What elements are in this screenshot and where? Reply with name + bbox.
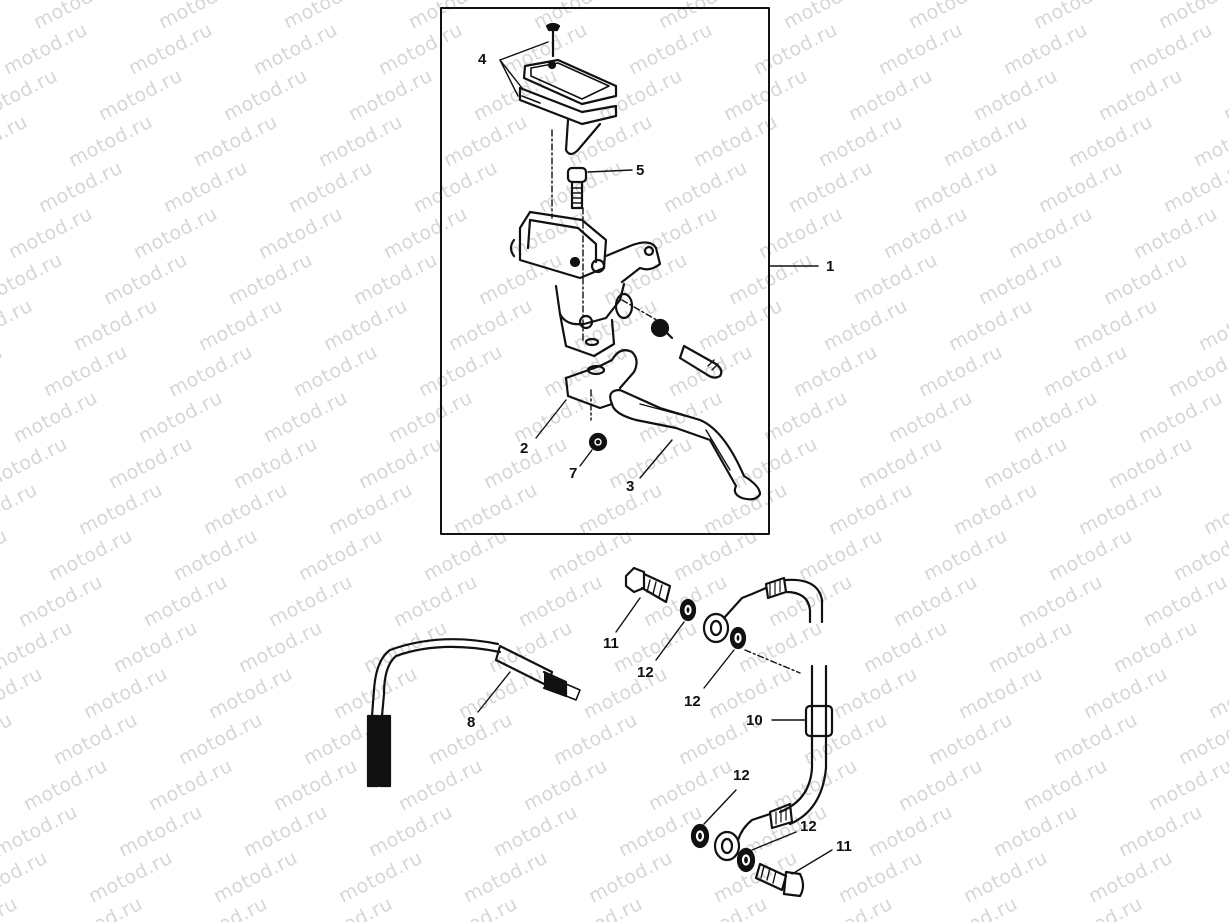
reservoir-cap-icon bbox=[499, 22, 618, 156]
washer-icon bbox=[736, 831, 797, 873]
master-cylinder-icon bbox=[509, 210, 662, 358]
callout-12-d: 12 bbox=[800, 818, 817, 835]
lower-banjo-bolt-icon bbox=[754, 849, 833, 898]
brake-lever-icon bbox=[535, 349, 762, 501]
callout-5: 5 bbox=[636, 162, 645, 179]
washer-icon bbox=[655, 598, 697, 661]
adjuster-screw-icon bbox=[650, 318, 723, 379]
callout-4: 4 bbox=[478, 51, 487, 68]
callout-7: 7 bbox=[569, 465, 578, 482]
callout-11-upper: 11 bbox=[603, 635, 619, 652]
callout-3: 3 bbox=[626, 478, 635, 495]
washer-icon bbox=[690, 789, 737, 849]
centerlines bbox=[551, 129, 801, 674]
callout-2: 2 bbox=[520, 440, 529, 457]
nut-icon bbox=[579, 432, 608, 467]
callout-10: 10 bbox=[746, 712, 763, 729]
washer-icon bbox=[703, 626, 747, 689]
assembly-box bbox=[440, 7, 819, 535]
upper-banjo-bolt-icon bbox=[615, 566, 672, 633]
pivot-bolt-icon bbox=[566, 166, 633, 210]
brake-hose-icon bbox=[702, 576, 834, 862]
callout-1: 1 bbox=[826, 258, 835, 275]
callout-11-lower: 11 bbox=[836, 838, 852, 855]
callout-12-a: 12 bbox=[637, 664, 654, 681]
callout-12-c: 12 bbox=[733, 767, 750, 784]
callout-12-b: 12 bbox=[684, 693, 701, 710]
brake-light-switch-icon bbox=[366, 638, 581, 788]
callout-8: 8 bbox=[467, 714, 476, 731]
